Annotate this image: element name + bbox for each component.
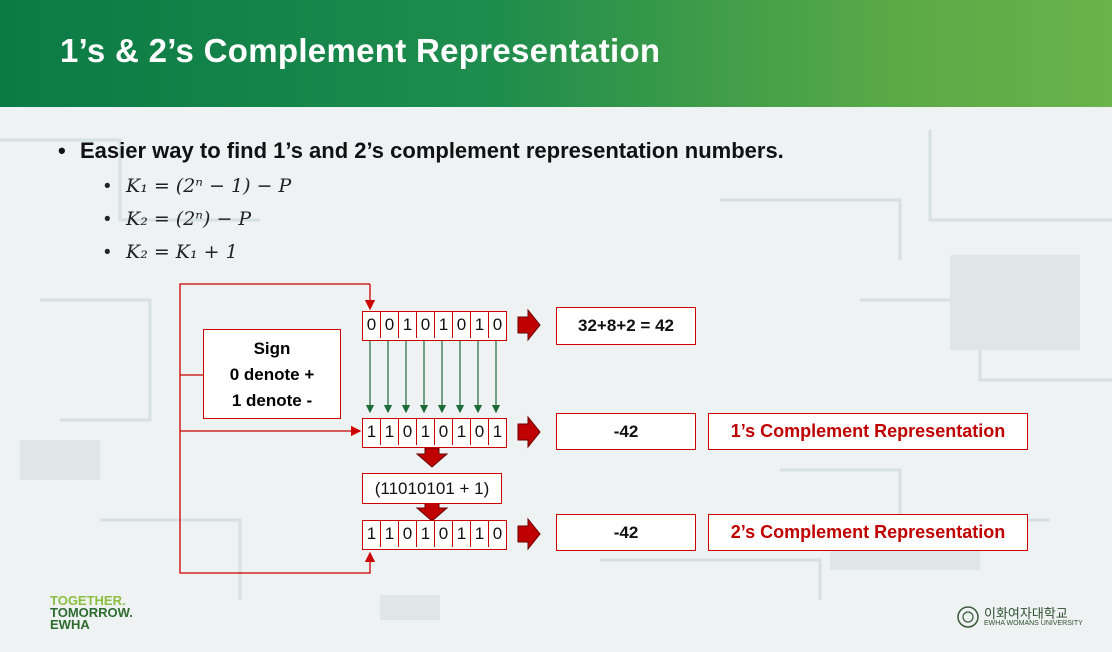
university-seal-icon xyxy=(957,606,979,628)
sign-box: Sign 0 denote + 1 denote - xyxy=(203,329,341,419)
bit-cell: 0 xyxy=(399,419,417,445)
bit-row-original: 0 0 1 0 1 0 1 0 xyxy=(362,311,507,341)
bit-cell: 1 xyxy=(471,521,489,547)
main-bullet-text: Easier way to find 1’s and 2’s complemen… xyxy=(80,138,784,163)
bit-cell: 1 xyxy=(453,521,471,547)
bit-cell: 0 xyxy=(417,312,435,338)
bit-cell: 0 xyxy=(399,521,417,547)
sign-one: 1 denote - xyxy=(231,391,313,410)
formula-item: • K₂ = K₁ + 1 xyxy=(104,241,238,264)
add-one-box: (11010101 + 1) xyxy=(362,473,502,504)
university-name-korean: 이화여자대학교 xyxy=(984,607,1068,622)
bit-cell: 0 xyxy=(381,312,399,338)
bit-cell: 1 xyxy=(363,419,381,445)
formula-k1: K₁ = (2ⁿ − 1) − P xyxy=(126,175,292,197)
value-box-original: 32+8+2 = 42 xyxy=(556,307,696,345)
logo-line: EWHA xyxy=(50,617,90,632)
logo-line: TOMORROW. xyxy=(50,605,133,620)
bullet-dot: • xyxy=(104,209,111,230)
bullet-dot: • xyxy=(104,242,111,263)
bit-cell: 1 xyxy=(417,419,435,445)
bit-cell: 0 xyxy=(492,524,503,543)
bullet-dot: • xyxy=(58,138,66,163)
bit-cell: 1 xyxy=(381,521,399,547)
bit-cell: 1 xyxy=(492,422,503,441)
value-box-ones: -42 xyxy=(556,413,696,450)
down-arrow-icon xyxy=(415,447,449,468)
sign-title: Sign xyxy=(253,339,291,358)
logo-line: TOGETHER. xyxy=(50,593,126,608)
right-arrow-icon xyxy=(517,517,541,551)
together-tomorrow-logo: TOGETHER. TOMORROW. EWHA xyxy=(50,593,133,632)
bit-cell: 1 xyxy=(435,312,453,338)
slide-title: 1’s & 2’s Complement Representation xyxy=(60,32,661,69)
down-arrow-icon xyxy=(415,501,449,522)
twos-complement-label: 2’s Complement Representation xyxy=(708,514,1028,551)
bit-cell: 0 xyxy=(435,419,453,445)
bit-cell: 1 xyxy=(471,312,489,338)
sign-zero: 0 denote + xyxy=(229,365,315,384)
bit-row-twos-complement: 1 1 0 1 0 1 1 0 xyxy=(362,520,507,550)
ones-complement-label: 1’s Complement Representation xyxy=(708,413,1028,450)
bullet-dot: • xyxy=(104,176,111,197)
bit-cell: 1 xyxy=(417,521,435,547)
bit-cell: 0 xyxy=(435,521,453,547)
value-box-twos: -42 xyxy=(556,514,696,551)
bit-cell: 1 xyxy=(399,312,417,338)
bit-cell: 0 xyxy=(471,419,489,445)
university-name-english: EWHA WOMANS UNIVERSITY xyxy=(984,620,1083,627)
bit-cell: 0 xyxy=(453,312,471,338)
bit-cell: 1 xyxy=(453,419,471,445)
right-arrow-icon xyxy=(517,308,541,342)
right-arrow-icon xyxy=(517,415,541,449)
formula-item: • K₁ = (2ⁿ − 1) − P xyxy=(104,175,291,198)
bit-cell: 0 xyxy=(363,312,381,338)
bit-cell: 1 xyxy=(381,419,399,445)
formula-item: • K₂ = (2ⁿ) − P xyxy=(104,208,251,231)
formula-k2: K₂ = (2ⁿ) − P xyxy=(126,208,252,230)
formula-k2-from-k1: K₂ = K₁ + 1 xyxy=(126,241,238,263)
title-bar: 1’s & 2’s Complement Representation xyxy=(0,0,1112,107)
bit-cell: 1 xyxy=(363,521,381,547)
main-bullet: • Easier way to find 1’s and 2’s compleme… xyxy=(58,138,784,164)
bit-cell: 0 xyxy=(492,315,503,334)
bit-row-ones-complement: 1 1 0 1 0 1 0 1 xyxy=(362,418,507,448)
ewha-university-logo: 이화여자대학교 EWHA WOMANS UNIVERSITY xyxy=(956,605,1086,631)
